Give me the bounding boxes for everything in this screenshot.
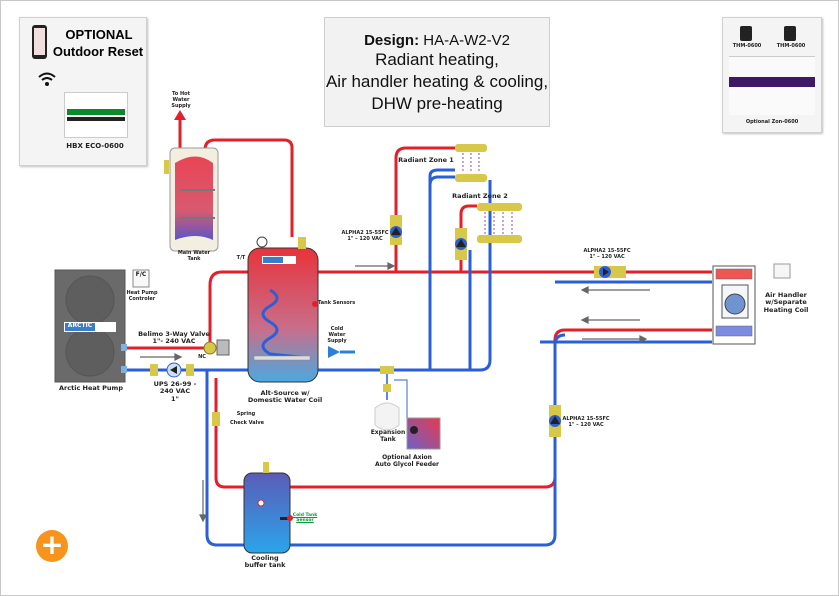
zone-pump-2 <box>455 228 467 260</box>
expansion-tank <box>374 366 400 431</box>
radiant-zone-2-label: Radiant Zone 2 <box>452 192 508 200</box>
outdoor-reset-card[interactable]: OPTIONAL Outdoor Reset HBX ECO-0600 <box>19 17 147 166</box>
zone-card-caption: Optional Zon-0600 <box>745 119 799 125</box>
alpha-pump-zone-label: ALPHA2 15-55FC 1" – 120 VAC <box>341 230 389 242</box>
tank-sensors-label: Tank Sensors <box>318 300 356 306</box>
pipe-zone2-supply <box>459 204 477 272</box>
zone-controller-image <box>729 56 815 115</box>
design-prefix: Design: <box>364 32 420 49</box>
title-line-2: Air handler heating & cooling, <box>325 72 549 91</box>
ups-pump-label: UPS 26-99 - 240 VAC 1" <box>153 380 197 403</box>
design-title-box: Design: HA-A-W2-V2 Radiant heating, Air … <box>324 17 550 127</box>
alt-source-tank-label: Alt-Source w/ Domestic Water Coil <box>247 389 323 405</box>
spring-label: Spring <box>236 411 256 417</box>
nc-label: NC <box>198 354 206 360</box>
tt-label: T/T <box>236 255 246 261</box>
cold-tank-sensor-label: Cold Tank Sensor <box>292 513 318 524</box>
add-button[interactable]: + <box>36 530 68 562</box>
check-valve-label: Check Valve <box>230 420 264 426</box>
outdoor-reset-label: Outdoor Reset <box>52 44 144 59</box>
optional-label: OPTIONAL <box>65 27 133 42</box>
hot-water-arrow-head <box>174 110 186 120</box>
flow-arrows <box>140 262 650 523</box>
heat-pump-controller <box>132 269 150 288</box>
pipe-zone1-supply <box>394 146 455 272</box>
pipe-main-return <box>318 180 492 372</box>
air-handler-label: Air Handler w/Separate Heating Coil <box>763 291 809 314</box>
title-line-3: DHW pre-heating <box>371 94 503 113</box>
air-handler-pump <box>594 266 626 278</box>
alpha-pump-cooling-label: ALPHA2 15-55FC 1" – 120 VAC <box>562 416 610 428</box>
pipe-valve-riser <box>208 270 248 348</box>
cooling-buffer-tank-label: Cooling buffer tank <box>244 554 286 570</box>
pipe-cooling-loop <box>205 370 245 547</box>
zone-control-card[interactable]: THM-0600 THM-0600 Optional Zon-0600 <box>722 17 822 133</box>
thermostat-label-2: THM-0600 <box>776 43 806 49</box>
cold-water-supply-label: Cold Water Supply <box>327 326 347 344</box>
main-water-tank-label: Main Water Tank <box>177 250 211 262</box>
pipe-dhw-loop <box>203 138 294 237</box>
belimo-valve <box>203 339 230 356</box>
ups-pump <box>150 362 194 378</box>
wifi-icon <box>37 71 57 92</box>
controller-label: Heat Pump Controler <box>126 290 158 302</box>
alpha-pump-air-label: ALPHA2 15-55FC 1" – 120 VAC <box>583 248 631 260</box>
radiant-zone-1-manifold <box>455 144 487 182</box>
belimo-valve-label: Belimo 3-Way Valve 1"- 240 VAC <box>138 330 210 346</box>
spring-check-valve <box>212 412 220 426</box>
title-line-1: Radiant heating, <box>375 50 499 69</box>
expansion-tank-label: Expansion Tank <box>370 429 406 443</box>
cooling-buffer-tank <box>243 462 293 554</box>
main-water-tank <box>164 147 219 252</box>
pipe-zone1-manifold-return <box>428 168 455 186</box>
design-line: Design: HA-A-W2-V2 <box>325 32 549 49</box>
radiant-zone-1-label: Radiant Zone 1 <box>398 156 454 164</box>
pipe-cooling-buffer-out <box>290 333 566 547</box>
heat-pump-label: Arctic Heat Pump <box>59 384 123 392</box>
alt-source-tank <box>247 236 355 383</box>
zone-pump-1 <box>390 215 402 245</box>
pipe-cooling-return-red <box>290 328 712 489</box>
thermostat-label-1: THM-0600 <box>732 43 762 49</box>
hbx-controller-image <box>64 92 128 138</box>
hot-water-supply-label: To Hot Water Supply <box>171 91 191 109</box>
glycol-feeder <box>394 379 441 450</box>
heat-pump-unit <box>54 269 127 383</box>
pipe-check-valve-line <box>214 378 244 489</box>
air-handler <box>712 263 791 345</box>
radiant-zone-2-manifold <box>477 203 522 243</box>
thermostat-icon-2 <box>784 26 796 41</box>
design-code: HA-A-W2-V2 <box>423 32 510 49</box>
cooling-pump <box>549 405 561 437</box>
heat-pump-brand: ARCTIC <box>67 322 93 329</box>
thermostat-icon-1 <box>740 26 752 41</box>
glycol-feeder-label: Optional Axion Auto Glycol Feeder <box>374 454 440 468</box>
phone-app-icon <box>32 25 47 59</box>
hbx-device-label: HBX ECO-0600 <box>66 142 124 150</box>
controller-display: F/C <box>135 271 147 278</box>
